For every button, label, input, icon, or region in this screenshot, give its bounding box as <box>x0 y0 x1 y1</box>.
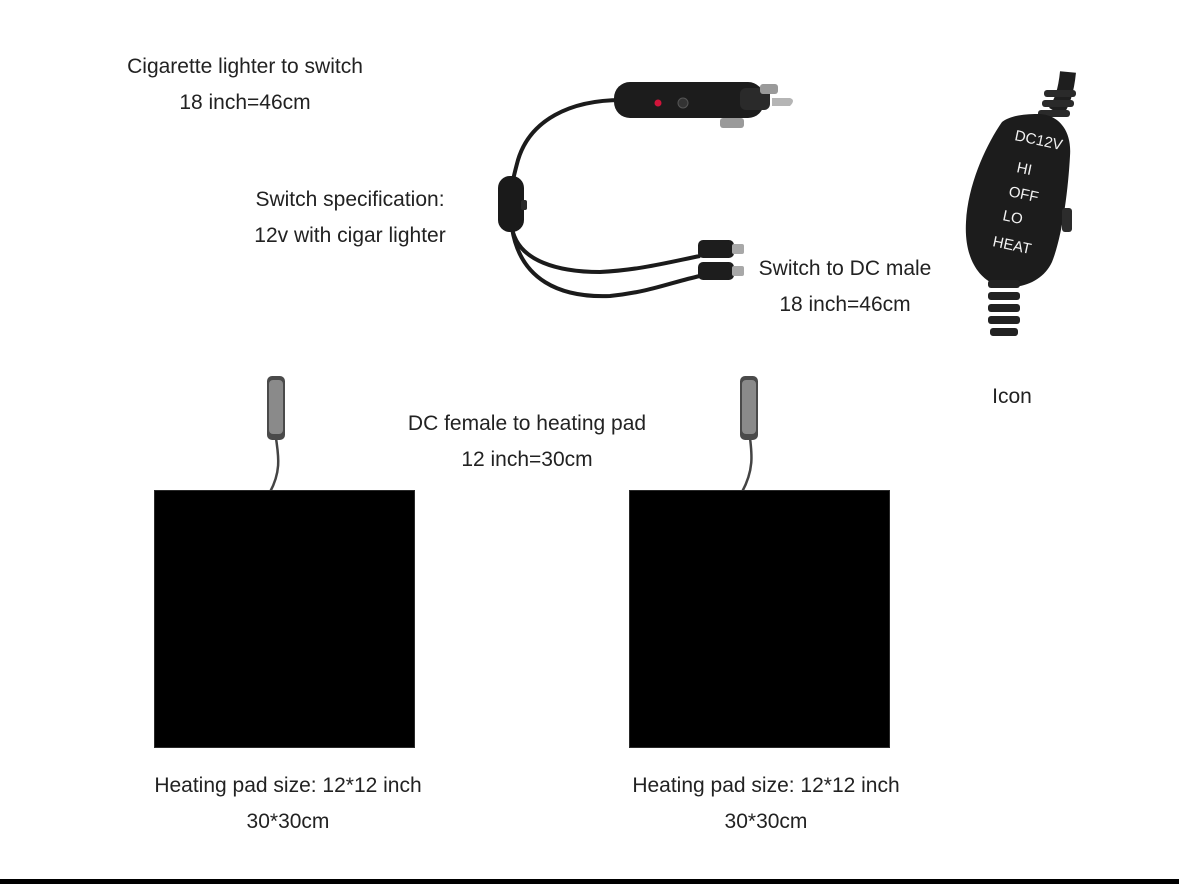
switch-to-dc-caption: Switch to DC male 18 inch=46cm <box>735 251 955 323</box>
dc-cable-lower <box>510 227 701 299</box>
lighter-to-switch-caption: Cigarette lighter to switch 18 inch=46cm <box>95 49 395 121</box>
pad-left-size-cm: 30*30cm <box>246 810 330 833</box>
switch-marking-hi: HI <box>1015 159 1033 179</box>
switch-marking-off: OFF <box>1007 183 1040 206</box>
pad-left-size-inch: Heating pad size: 12*12 inch <box>154 774 422 797</box>
dc-female-length: 12 inch=30cm <box>461 448 593 471</box>
dc-female-caption: DC female to heating pad 12 inch=30cm <box>377 406 677 478</box>
lighter-to-switch-title: Cigarette lighter to switch <box>127 55 363 78</box>
left-pad-connector-image <box>267 376 285 493</box>
switch-spec-title: Switch specification: <box>255 188 445 211</box>
switch-spec-value: 12v with cigar lighter <box>254 224 446 247</box>
inline-switch <box>498 176 524 232</box>
switch-marking-lo: LO <box>1001 207 1024 228</box>
bottom-border <box>0 879 1179 884</box>
switch-to-dc-title: Switch to DC male <box>758 257 932 280</box>
dc-cable-upper <box>510 227 701 275</box>
switch-closeup-image: DC12V HI OFF LO HEAT <box>965 71 1076 336</box>
plug-indicator-led <box>654 99 662 107</box>
pad-right-size-inch: Heating pad size: 12*12 inch <box>632 774 900 797</box>
lighter-cable <box>507 98 623 221</box>
pad-right-caption: Heating pad size: 12*12 inch 30*30cm <box>596 768 936 840</box>
pad-left-caption: Heating pad size: 12*12 inch 30*30cm <box>118 768 458 840</box>
lighter-plug-body <box>614 82 764 118</box>
icon-caption: Icon <box>992 385 1032 408</box>
switch-spec-caption: Switch specification: 12v with cigar lig… <box>220 182 480 254</box>
lighter-to-switch-length: 18 inch=46cm <box>179 91 311 114</box>
pad-right-size-cm: 30*30cm <box>724 810 808 833</box>
switch-to-dc-length: 18 inch=46cm <box>779 293 911 316</box>
dc-female-title: DC female to heating pad <box>407 412 647 435</box>
heating-pad-left <box>155 491 414 747</box>
right-pad-connector-image <box>740 376 758 493</box>
heating-pad-right <box>630 491 889 747</box>
